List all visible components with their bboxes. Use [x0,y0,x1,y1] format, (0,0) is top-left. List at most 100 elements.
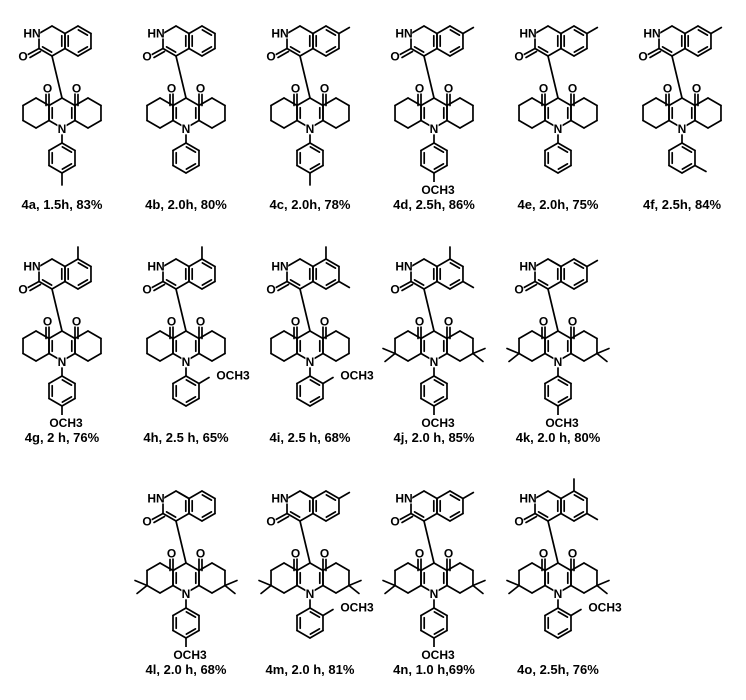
n-aryl-ring-double-bond [185,611,197,618]
pyridone-ring-bond [38,258,53,268]
carbonyl-bond [399,47,412,56]
n-aryl-ring-double-bond [557,146,569,153]
atom-label-nh-background [271,25,289,39]
atom-label-o-ketone-1: O [692,82,701,96]
atom-label-nh: HN [395,492,412,506]
right-cyclohexenone-ring-bond [707,119,722,129]
dihydropyridine-ring-bond [557,97,572,107]
benzo-ring-double-bond [573,494,585,501]
pyridone-ring-bond [423,280,438,290]
atom-label-methoxy: OCH3 [173,648,207,662]
left-cyclohexenone-ring-bond [518,352,533,362]
atom-label-o-ketone-1-background [443,545,454,559]
pyridone-ring-bond [534,25,549,35]
right-cyclohexenone-ring-bond [707,97,722,107]
benzo-ring-bond [312,280,327,290]
atom-label-methoxy-background [589,599,621,613]
gem-methyl-bond [472,584,484,595]
right-cyclohexenone-ring-bond [211,562,226,572]
benzo-ring-bond [201,512,216,522]
carbonyl-double-bond [153,515,166,524]
linker-bond [547,520,559,564]
n-aryl-ring-bond [309,142,324,152]
right-cyclohexenone-ring-bond [446,562,461,572]
pyridone-ring-bond [671,25,686,35]
left-cyclohexenone-ring-bond [270,352,285,362]
n-aryl-ring-bond [557,397,572,407]
n-aryl-ring-double-bond [309,379,321,386]
pyridone-ring-double-bond [413,510,425,518]
atom-label-n: N [306,587,315,601]
n-aryl-ring-bond [544,397,559,407]
benzo-ring-bond [201,25,216,35]
left-cyclohexenone-ring-bond [22,119,37,129]
methoxy-bond [198,376,210,385]
atom-label-o-ketone-0-background [414,545,425,559]
left-cyclohexenone-ring-bond [283,562,298,572]
atom-label-o-ketone-0: O [415,315,424,329]
atom-label-o-ketone-0: O [415,547,424,561]
n-aryl-ring-bond [668,142,683,152]
linker-bond [547,288,559,332]
atom-label-o-ketone-1: O [444,547,453,561]
carbonyl-bond [523,512,536,521]
right-cyclohexenone-ring-bond [211,584,226,594]
atom-label-o-ketone-1-background [71,80,82,94]
atom-label-o-background [266,281,276,295]
n-aryl-ring-bond [557,375,572,385]
carbonyl-bond [27,47,40,56]
atom-label-o: O [514,515,523,529]
n-aryl-ring-bond [668,164,683,174]
linker-bond [175,55,187,99]
atom-label-nh: HN [271,492,288,506]
atom-label-o-ketone-0-background [166,80,177,94]
atom-label-nh-background [271,258,289,272]
left-cyclohexenone-ring-bond [35,330,50,340]
atom-label-nh-background [643,25,661,39]
atom-label-o-background [142,48,152,62]
right-cyclohexenone-ring-bond [570,584,585,594]
right-cyclohexenone-ring-bond [570,97,585,107]
pyridone-ring-bond [299,25,314,35]
left-cyclohexenone-ring-bond [22,97,37,107]
benzo-ring-bond [573,512,588,522]
dihydropyridine-ring-bond [48,330,63,340]
n-aryl-ring-double-bond [557,396,569,403]
atom-label-n: N [58,122,67,136]
dihydropyridine-ring-bond [172,562,187,572]
benzo-ring-bond [77,25,92,35]
pyridone-ring-bond [658,25,673,35]
left-cyclohexenone-ring-bond [22,330,37,340]
dihydropyridine-ring-bond [681,97,696,107]
right-cyclohexenone-ring-bond [570,330,585,340]
n-aryl-ring-bond [681,142,696,152]
pyridone-ring-bond [299,258,314,268]
n-aryl-ring-bond [296,397,311,407]
benzo-ring-bond [201,490,216,500]
dihydropyridine-ring-bond [185,562,200,572]
atom-label-o: O [18,283,27,297]
gem-methyl-bond [134,579,148,587]
atom-label-nh: HN [147,492,164,506]
right-cyclohexenone-ring-bond [459,119,474,129]
atom-label-methoxy-background [422,415,454,428]
carbonyl-double-bond [153,50,166,59]
pyridone-ring-bond [286,47,301,57]
n-aryl-ring-bond [420,607,435,617]
benzo-ring-bond [573,490,588,500]
benzo-ring-double-bond [573,278,585,286]
atom-label-o-ketone-1: O [196,315,205,329]
n-aryl-ring-bond [544,375,559,385]
carbonyl-bond [647,47,660,56]
n-aryl-ring-bond [433,629,448,639]
left-cyclohexenone-ring-bond [146,330,161,340]
methoxy-bond [570,608,582,617]
right-cyclohexenone-ring-bond [446,97,461,107]
right-cyclohexenone-ring-bond [583,97,598,107]
left-cyclohexenone-ring-bond [270,119,285,129]
n-aryl-ring-double-bond [185,396,197,403]
pyridone-ring-double-bond [289,45,301,53]
right-cyclohexenone-ring-bond [322,584,337,594]
pyridone-ring-bond [547,47,562,57]
